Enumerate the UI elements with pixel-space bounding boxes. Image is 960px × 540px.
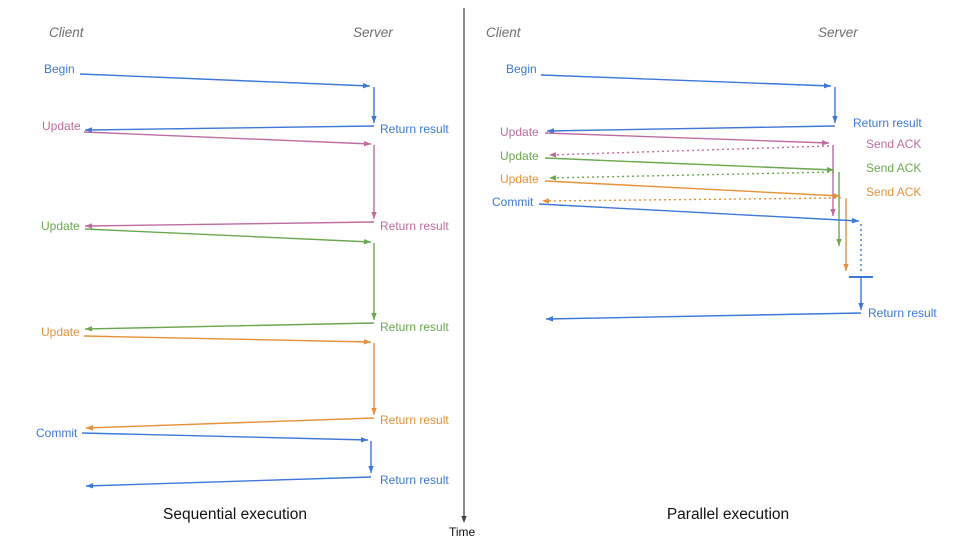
sequential-update2-return-arrow-head	[85, 326, 93, 332]
sequential-update3-return-arrow-head	[86, 425, 94, 431]
sequential-update3-server-exec-head	[371, 408, 377, 415]
sequential-commit-send-arrow-head	[360, 437, 368, 443]
sequential-commit-return-arrow-head	[86, 483, 94, 489]
sequential-update2-send-arrow-head	[363, 238, 371, 245]
sequential-update1-return-arrow-head	[85, 223, 93, 229]
parallel-update-label: Update	[500, 149, 539, 163]
sequential-begin-send-arrow-head	[362, 83, 370, 89]
right-server-header: Server	[818, 25, 858, 40]
parallel-begin-server-exec-head	[832, 116, 838, 123]
parallel-send-ack-label: Send ACK	[866, 185, 921, 199]
parallel-update2-server-exec-head	[836, 239, 842, 246]
sequential-caption: Sequential execution	[163, 506, 307, 523]
sequential-begin-return-arrow-head	[85, 127, 93, 133]
left-server-header: Server	[353, 25, 393, 40]
parallel-commit-send-arrow-head	[851, 217, 859, 224]
sequential-begin-return-arrow	[84, 125, 375, 131]
parallel-commit-label: Commit	[492, 195, 534, 209]
parallel-begin-send-arrow	[540, 74, 832, 87]
parallel-update1-send-arrow-head	[821, 140, 829, 146]
sequential-commit-label: Commit	[36, 426, 78, 440]
parallel-update1-ack-arrow	[548, 145, 830, 156]
parallel-update-label: Update	[500, 172, 539, 186]
sequential-update2-send-arrow	[84, 228, 372, 243]
sequential-update3-send-arrow-head	[363, 339, 371, 345]
sequential-update-label: Update	[42, 119, 81, 133]
sequential-begin-send-arrow	[79, 73, 371, 87]
parallel-begin-return-arrow	[546, 125, 836, 132]
sequential-begin-server-exec-head	[371, 116, 377, 123]
parallel-commit-return-arrow-head	[546, 316, 554, 322]
sequential-commit-send-arrow	[81, 432, 369, 441]
parallel-update3-server-exec-head	[843, 264, 849, 271]
parallel-commit-server-exec-head	[858, 303, 864, 310]
parallel-update3-send-arrow-head	[832, 192, 840, 199]
parallel-begin-label: Begin	[506, 62, 537, 76]
sequential-return-result-label: Return result	[380, 219, 449, 233]
parallel-caption: Parallel execution	[666, 506, 790, 523]
sequential-update2-return-arrow	[84, 322, 375, 330]
sequential-return-result-label: Return result	[380, 320, 449, 334]
sequential-update3-send-arrow	[83, 335, 372, 343]
parallel-update3-send-arrow	[544, 180, 841, 197]
sequential-commit-return-arrow	[85, 476, 372, 487]
parallel-update2-send-arrow-head	[826, 167, 834, 173]
sequential-update1-send-arrow-head	[363, 141, 371, 147]
parallel-commit-send-arrow	[538, 203, 860, 222]
right-client-header: Client	[486, 25, 521, 40]
sequential-update-label: Update	[41, 219, 80, 233]
parallel-update3-ack-arrow-head	[542, 198, 550, 204]
sequential-update1-send-arrow	[83, 131, 372, 145]
parallel-update2-ack-arrow-head	[549, 175, 557, 181]
parallel-begin-return-arrow-head	[547, 128, 555, 134]
sequential-return-result-label: Return result	[380, 122, 449, 136]
parallel-update1-server-exec-head	[830, 209, 836, 216]
time-axis-line-head	[461, 516, 467, 523]
parallel-begin-send-arrow-head	[823, 83, 831, 89]
parallel-update2-send-arrow	[544, 157, 835, 171]
sequential-update3-return-arrow	[85, 417, 375, 429]
parallel-return-result-label: Return result	[853, 116, 922, 130]
sequential-update1-server-exec-head	[371, 212, 377, 219]
parallel-send-ack-label: Send ACK	[866, 161, 921, 175]
left-client-header: Client	[49, 25, 84, 40]
parallel-update2-ack-arrow	[548, 171, 835, 179]
sequential-commit-server-exec-head	[368, 466, 374, 473]
parallel-update-label: Update	[500, 125, 539, 139]
parallel-send-ack-label: Send ACK	[866, 137, 921, 151]
parallel-update3-ack-arrow	[541, 197, 842, 202]
sequential-update-label: Update	[41, 325, 80, 339]
parallel-return-result-label: Return result	[868, 306, 937, 320]
parallel-commit-return-arrow	[545, 312, 862, 320]
parallel-update1-ack-arrow-head	[549, 152, 557, 158]
sequential-return-result-label: Return result	[380, 413, 449, 427]
sequential-update1-return-arrow	[84, 221, 375, 227]
sequential-update2-server-exec-head	[371, 313, 377, 320]
time-axis-label: Time	[449, 525, 476, 539]
sequential-begin-label: Begin	[44, 62, 75, 76]
sequential-return-result-label: Return result	[380, 473, 449, 487]
parallel-update1-send-arrow	[544, 132, 830, 144]
